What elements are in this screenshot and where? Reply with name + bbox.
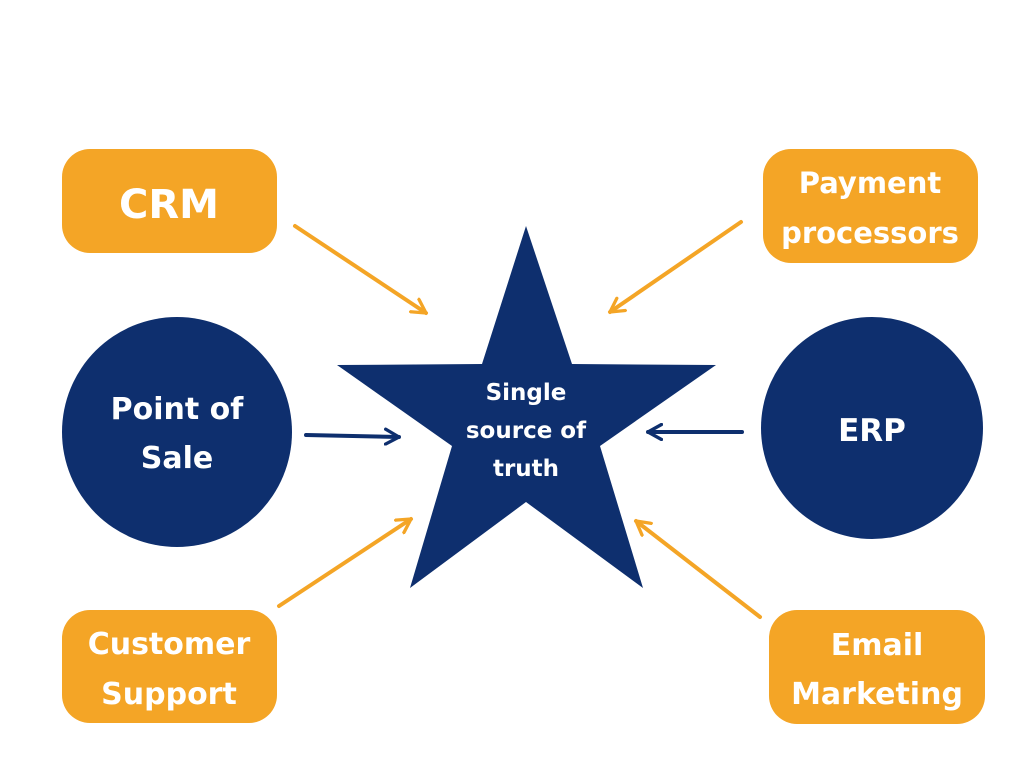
center-label-line-3: truth (493, 456, 559, 482)
erp-label: ERP (838, 413, 906, 449)
customer-support-node: Customer Support (62, 610, 277, 723)
email-marketing-node: Email Marketing (769, 610, 985, 724)
point-of-sale-node: Point of Sale (62, 317, 292, 547)
arrow-payment-to-center (608, 220, 743, 314)
arrow-support-to-center (277, 517, 413, 608)
pos-label-line-1: Point of (111, 392, 245, 427)
payment-label-line-1: Payment (799, 166, 942, 200)
customer-support-box (62, 610, 277, 723)
erp-circle (761, 317, 983, 539)
pos-label-line-2: Sale (141, 441, 213, 476)
payment-processors-box (763, 149, 978, 263)
erp-node: ERP (761, 317, 983, 539)
arrow-crm-to-center (293, 224, 428, 315)
crm-box (62, 149, 277, 253)
payment-label-line-2: processors (781, 216, 959, 250)
arrow-pos-to-center (304, 435, 401, 437)
email-label-line-1: Email (831, 628, 924, 663)
star-shape (337, 226, 716, 588)
support-label-line-1: Customer (88, 627, 251, 662)
center-label-line-2: source of (466, 418, 587, 444)
center-star-node: Single source of truth (337, 226, 716, 588)
support-label-line-2: Support (101, 677, 237, 712)
arrow-email-to-center (634, 519, 762, 619)
point-of-sale-circle (62, 317, 292, 547)
email-label-line-2: Marketing (791, 677, 963, 712)
payment-processors-node: Payment processors (763, 149, 978, 263)
center-label-line-1: Single (486, 380, 567, 406)
crm-node: CRM (62, 149, 277, 253)
email-marketing-box (769, 610, 985, 724)
crm-label: CRM (119, 182, 219, 228)
